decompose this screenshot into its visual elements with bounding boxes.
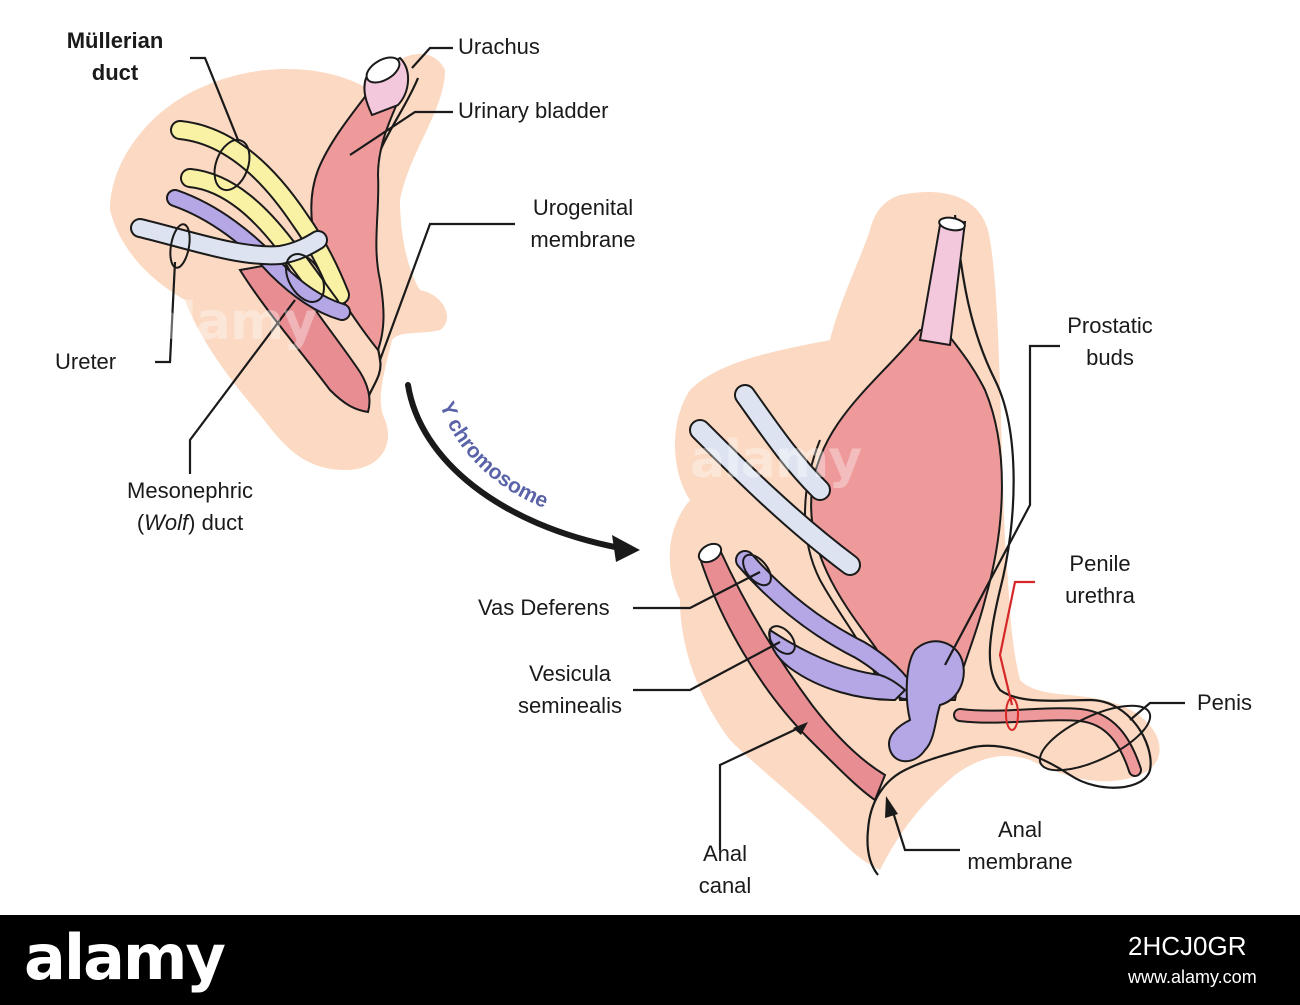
label-mesonephric-line1: Mesonephric xyxy=(127,478,253,503)
label-urogenital-line2: membrane xyxy=(530,227,636,252)
anal-canal-arrow xyxy=(793,722,808,735)
right-penile-marker xyxy=(1005,697,1019,731)
right-vas-deferens-fill xyxy=(737,552,913,698)
left-mesonephric-marker xyxy=(285,253,325,303)
label-vesicula-seminealis: Vesicula seminealis xyxy=(500,658,640,722)
label-mesonephric-paren-open: ( xyxy=(136,510,145,535)
left-urachus-opening xyxy=(365,56,401,84)
left-hindgut xyxy=(238,260,371,414)
y-chromosome-arrow xyxy=(405,382,640,562)
label-y-chromosome: Y chromosome xyxy=(435,399,551,513)
left-ureter-fill xyxy=(132,220,326,264)
indifferent-stage-figure xyxy=(110,46,515,474)
label-prostatic-line1: Prostatic xyxy=(1067,313,1153,338)
label-mesonephric-wolf: Wolf xyxy=(144,510,189,535)
label-urachus: Urachus xyxy=(458,34,540,59)
right-leader-lines xyxy=(633,344,1185,850)
left-urachus xyxy=(363,56,409,117)
label-y-chromosome-path: Y chromosome xyxy=(435,399,551,513)
watermark-right: alamy xyxy=(690,430,862,490)
male-stage-figure xyxy=(633,192,1185,876)
right-vesicula-marker xyxy=(768,625,796,655)
anal-membrane-arrow xyxy=(885,796,960,852)
label-prostatic-buds: Prostatic buds xyxy=(1050,310,1170,374)
label-anal-membrane: Anal membrane xyxy=(955,814,1085,878)
label-mesonephric-duct-word: duct xyxy=(201,510,244,535)
right-rectum-top xyxy=(697,542,723,564)
label-vas-deferens: Vas Deferens xyxy=(478,595,610,620)
label-vesicula-line1: Vesicula xyxy=(529,661,611,686)
label-penile-line2: urethra xyxy=(1065,583,1135,608)
label-urogenital-membrane: Urogenital membrane xyxy=(508,192,658,256)
embryology-diagram xyxy=(110,46,1185,876)
right-ureter-2-fill xyxy=(736,386,829,499)
alamy-logo: alamy xyxy=(24,921,226,994)
label-penile-line1: Penile xyxy=(1069,551,1131,576)
label-penis: Penis xyxy=(1197,690,1253,715)
y-chromosome-label-svg: Y chromosome xyxy=(435,399,551,513)
label-prostatic-line2: buds xyxy=(1086,345,1134,370)
label-anal-membrane-line1: Anal xyxy=(997,817,1043,842)
right-penile-urethra-fill xyxy=(955,709,1140,775)
right-rectum xyxy=(698,548,887,802)
stock-footer-bar: alamy 2HCJ0GR www.alamy.com xyxy=(0,915,1300,1005)
label-ureter: Ureter xyxy=(55,349,117,374)
label-mullerian-line2: duct xyxy=(91,60,139,85)
label-vesicula-line2: seminealis xyxy=(518,693,622,718)
left-leader-lines xyxy=(155,46,515,474)
image-id: 2HCJ0GR xyxy=(1128,931,1247,961)
left-ureter-marker xyxy=(169,223,191,269)
label-anal-membrane-line2: membrane xyxy=(967,849,1073,874)
label-penile-urethra: Penile urethra xyxy=(1040,548,1160,612)
left-mullerian-marker xyxy=(213,138,251,192)
left-mesonephric-duct-fill xyxy=(168,191,349,319)
left-mullerian-duct-1-fill xyxy=(172,122,348,303)
right-prostatic-buds xyxy=(888,640,965,763)
label-mesonephric-line2: (Wolf) duct xyxy=(100,507,280,539)
right-penis-marker xyxy=(1038,704,1152,772)
label-mesonephric-paren-close: ) xyxy=(188,510,202,535)
watermark-left: alamy xyxy=(145,292,317,352)
label-anal-canal-line1: Anal xyxy=(702,841,748,866)
site-url: www.alamy.com xyxy=(1128,967,1257,987)
penile-urethra-leader xyxy=(998,580,1035,706)
right-vesicula-seminalis xyxy=(768,628,907,702)
label-mesonephric-duct: Mesonephric (Wolf) duct xyxy=(100,475,280,539)
label-mullerian-line1: Müllerian xyxy=(66,28,164,53)
right-outer-wall xyxy=(866,214,1152,876)
label-anal-canal: Anal canal xyxy=(675,838,775,902)
label-mullerian-duct: Müllerian duct xyxy=(50,25,180,89)
right-ureter-1-fill xyxy=(691,421,859,574)
label-urogenital-line1: Urogenital xyxy=(532,195,634,220)
label-anal-canal-line2: canal xyxy=(698,873,752,898)
label-urinary-bladder: Urinary bladder xyxy=(458,98,609,123)
right-urachus-top xyxy=(938,216,966,232)
